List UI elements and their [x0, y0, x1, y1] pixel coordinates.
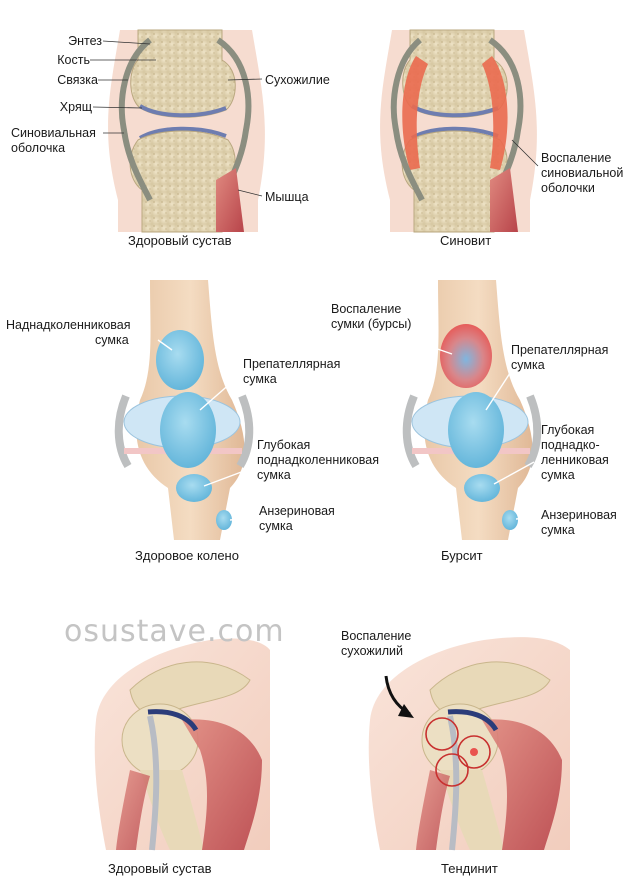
label-prepatellar-r-1: Препателлярная: [511, 343, 609, 357]
label-muscle: Мышца: [265, 190, 309, 204]
label-deep-r-4: сумка: [541, 468, 575, 482]
label-suprapatellar-2: сумка: [95, 333, 129, 347]
label-anserine-r-2: сумка: [541, 523, 575, 537]
caption-tendinitis: Тендинит: [441, 861, 498, 876]
label-synovial-membrane-1: Синовиальная: [11, 126, 96, 140]
healthy-shoulder-illustration: [94, 638, 270, 851]
caption-healthy-knee: Здоровое колено: [135, 548, 239, 563]
label-cartilage: Хрящ: [59, 100, 92, 114]
label-prepatellar-2: сумка: [243, 372, 277, 386]
caption-healthy-joint: Здоровый сустав: [128, 233, 232, 248]
label-deep-infrapatellar-1: Глубокая: [257, 438, 311, 452]
caption-healthy-shoulder: Здоровый сустав: [108, 861, 212, 876]
label-tendon: Сухожилие: [265, 73, 330, 87]
label-prepatellar-1: Препателлярная: [243, 357, 341, 371]
label-synovial-inflammation-1: Воспаление: [541, 151, 612, 165]
label-bursa-inflammation-2: сумки (бурсы): [331, 317, 412, 331]
caption-synovitis: Синовит: [440, 233, 492, 248]
label-synovial-inflammation-2: синовиальной: [541, 166, 624, 180]
label-prepatellar-r-2: сумка: [511, 358, 545, 372]
label-tendon-inflammation-1: Воспаление: [341, 629, 412, 643]
healthy-knee-illustration: [114, 280, 254, 540]
caption-bursitis: Бурсит: [441, 548, 483, 563]
label-anserine-2: сумка: [259, 519, 293, 533]
joint-leader-lines: [90, 40, 539, 197]
label-enthesis: Энтез: [68, 34, 102, 48]
label-ligament: Связка: [57, 73, 98, 87]
label-synovial-inflammation-3: оболочки: [541, 181, 595, 195]
label-synovial-membrane-2: оболочка: [11, 141, 66, 155]
label-deep-infrapatellar-3: сумка: [257, 468, 291, 482]
label-deep-r-1: Глубокая: [541, 423, 595, 437]
label-anserine-r-1: Анзериновая: [541, 508, 617, 522]
label-deep-r-3: ленниковая: [541, 453, 609, 467]
knee-leader-lines: [157, 339, 541, 521]
watermark: osustave.com: [64, 614, 285, 649]
tendinitis-shoulder-illustration: [368, 637, 570, 851]
label-anserine-1: Анзериновая: [259, 504, 335, 518]
label-suprapatellar-1: Наднадколенниковая: [6, 318, 131, 332]
bursitis-knee-illustration: [402, 280, 542, 540]
label-deep-infrapatellar-2: поднадколенниковая: [257, 453, 379, 467]
label-tendon-inflammation-2: сухожилий: [341, 644, 404, 658]
synovitis-joint-illustration: [380, 29, 537, 233]
label-bursa-inflammation-1: Воспаление: [331, 302, 402, 316]
healthy-joint-illustration: [108, 29, 265, 233]
label-deep-r-2: поднадко-: [541, 438, 600, 452]
label-bone: Кость: [57, 53, 90, 67]
